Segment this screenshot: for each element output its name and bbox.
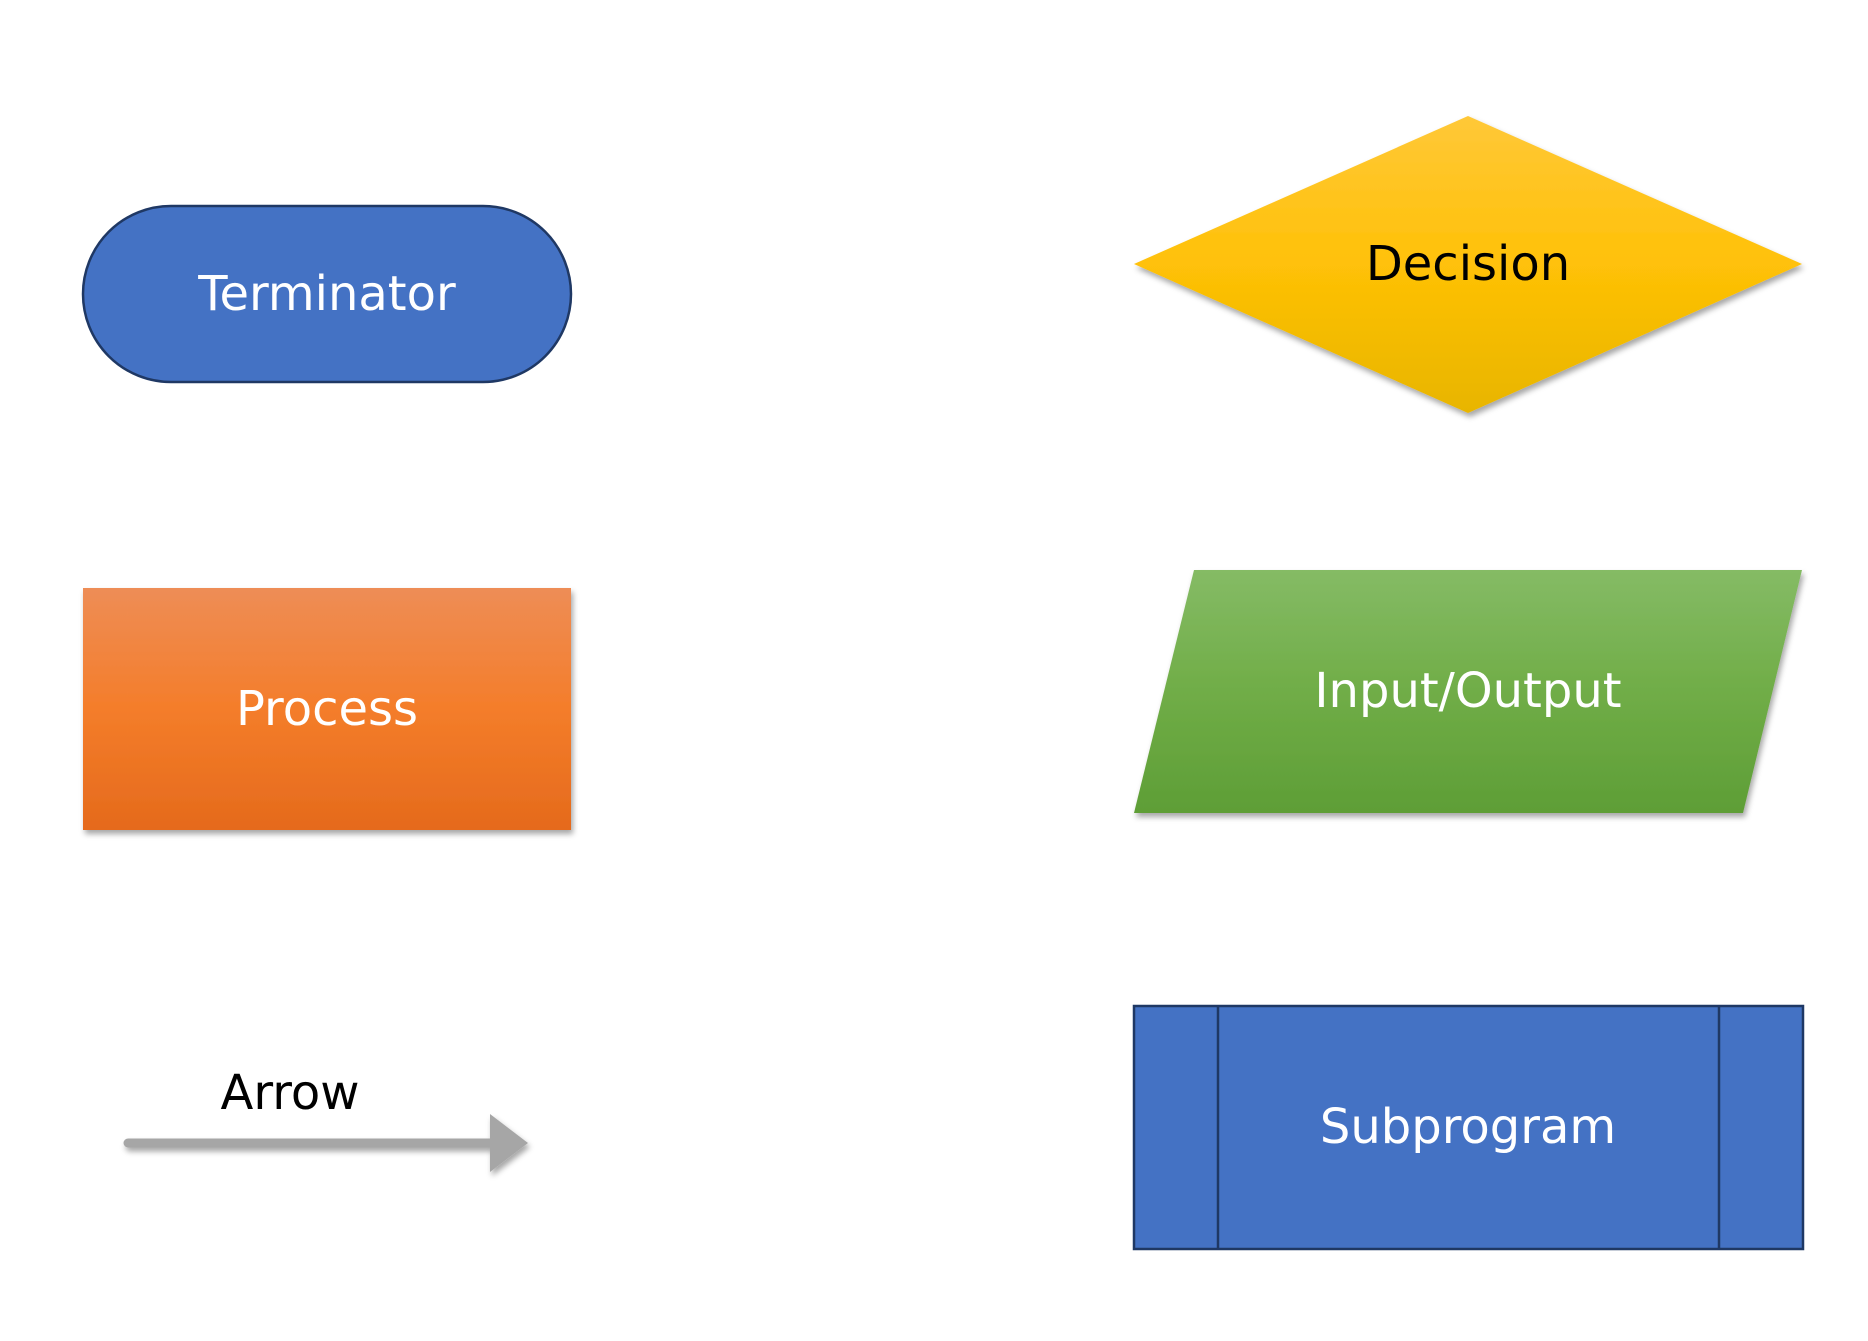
- subprogram-shape: [1132, 1004, 1805, 1251]
- process-label: Process: [236, 681, 418, 737]
- input-output-shape: [1134, 570, 1802, 813]
- arrow-label: Arrow: [220, 1065, 359, 1121]
- subprogram-symbol: Subprogram: [1132, 1004, 1805, 1251]
- decision-symbol: Decision: [1134, 116, 1802, 413]
- decision-shape: [1134, 116, 1802, 413]
- terminator-shape: [81, 204, 573, 384]
- input-output-label: Input/Output: [1314, 663, 1621, 719]
- subprogram-label: Subprogram: [1320, 1099, 1616, 1155]
- process-symbol: Process: [83, 588, 571, 830]
- terminator-symbol: Terminator: [81, 204, 573, 384]
- terminator-label: Terminator: [197, 266, 456, 322]
- input-output-symbol: Input/Output: [1134, 570, 1802, 813]
- decision-label: Decision: [1366, 236, 1570, 292]
- arrow-symbol: Arrow: [123, 1065, 528, 1172]
- process-shape: [83, 588, 571, 830]
- arrow-icon: [123, 1114, 528, 1172]
